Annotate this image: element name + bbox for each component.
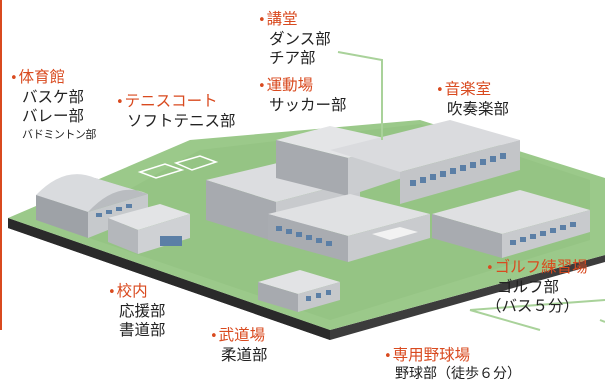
label-golf: •ゴルフ練習場 ゴルフ部 （バス５分）	[486, 258, 588, 319]
tennis-club-1: ソフトテニス部	[127, 111, 236, 130]
label-kodo: •講堂 ダンス部 チア部	[258, 10, 331, 71]
undojo-title: 運動場	[266, 76, 314, 94]
tennis-title: テニスコート	[124, 92, 218, 110]
bullet-icon: •	[10, 71, 18, 86]
taiikukan-club-1: バスケ部	[22, 87, 85, 106]
right-building	[432, 190, 590, 258]
label-budojo: •武道場 柔道部	[210, 326, 268, 367]
budokan-building	[258, 270, 340, 312]
bullet-icon: •	[116, 95, 124, 110]
bullet-icon: •	[384, 349, 392, 364]
label-tennis: •テニスコート ソフトテニス部	[116, 92, 236, 133]
bullet-icon: •	[486, 261, 494, 276]
yakyujo-title: 専用野球場	[392, 346, 471, 364]
konai-club-2: 書道部	[119, 321, 166, 339]
taiikukan-title: 体育館	[18, 68, 66, 86]
konai-title: 校内	[116, 282, 148, 300]
middle-wing	[268, 194, 430, 262]
undojo-club-1: サッカー部	[269, 95, 347, 114]
kodo-club-1: ダンス部	[269, 29, 331, 48]
golf-title: ゴルフ練習場	[494, 258, 588, 276]
bullet-icon: •	[258, 13, 266, 28]
bullet-icon: •	[258, 79, 266, 94]
konai-club-1: 応援部	[119, 301, 166, 320]
yakyujo-club-1: 野球部（徒歩６分）	[395, 365, 521, 382]
kodo-club-2: チア部	[269, 49, 316, 67]
kodo-title: 講堂	[266, 10, 298, 28]
golf-club-1: ゴルフ部	[497, 277, 560, 296]
label-yakyujo: •専用野球場 野球部（徒歩６分）	[384, 346, 521, 385]
golf-club-2: （バス５分）	[486, 297, 580, 315]
ongaku-title: 音楽室	[444, 80, 492, 98]
budojo-club-1: 柔道部	[221, 345, 268, 364]
annex-building	[108, 204, 190, 254]
bullet-icon: •	[436, 83, 444, 98]
taiikukan-club-2: バレー部	[22, 107, 85, 125]
label-undojo: •運動場 サッカー部	[258, 76, 347, 117]
label-ongakushitsu: •音楽室 吹奏楽部	[436, 80, 510, 121]
ground-front	[8, 218, 330, 340]
rear-building	[276, 120, 520, 204]
leader-lines	[337, 51, 605, 331]
budojo-title: 武道場	[218, 326, 266, 344]
taiikukan-club-3: バドミントン部	[22, 127, 96, 141]
ongaku-club-1: 吹奏楽部	[447, 99, 510, 118]
label-konai: •校内 応援部 書道部	[108, 282, 166, 343]
bullet-icon: •	[108, 285, 116, 300]
bullet-icon: •	[210, 329, 218, 344]
tennis-courts	[137, 155, 219, 179]
label-taiikukan: •体育館 バスケ部 バレー部 バドミントン部	[10, 68, 96, 144]
